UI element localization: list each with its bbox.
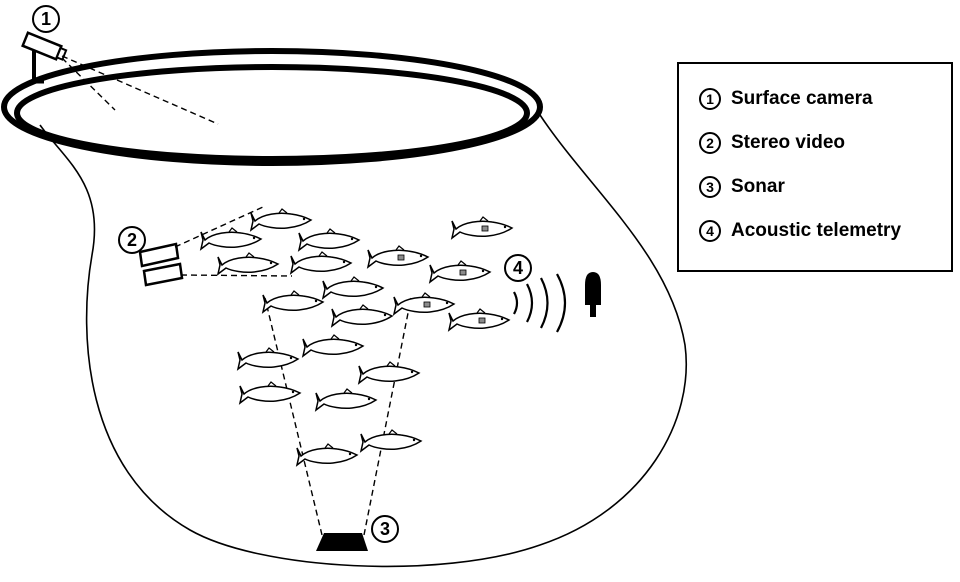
fish-icon <box>359 429 423 453</box>
sonar-beam-lines <box>264 297 412 536</box>
legend-item-stereo-video: 2 Stereo video <box>699 132 951 154</box>
marker-4-label: 4 <box>513 258 523 278</box>
acoustic-signal-waves <box>513 273 567 333</box>
fish-icon <box>249 208 313 232</box>
fish-icon <box>314 388 378 412</box>
tagged-fish-icon <box>450 216 514 240</box>
legend: 1 Surface camera 2 Stereo video 3 Sonar … <box>677 62 953 272</box>
cage-collar-outer <box>1 48 543 166</box>
marker-1-label: 1 <box>41 9 51 29</box>
marker-1: 1 <box>32 5 60 33</box>
acoustic-tag <box>423 301 431 308</box>
surface-camera-icon <box>21 31 68 84</box>
fish-icon <box>301 334 365 358</box>
legend-label: Acoustic telemetry <box>731 220 902 241</box>
marker-3: 3 <box>371 515 399 543</box>
surface-camera-view-lines <box>61 55 219 125</box>
legend-item-surface-camera: 1 Surface camera <box>699 88 951 110</box>
legend-number: 2 <box>699 132 721 154</box>
legend-number: 4 <box>699 220 721 242</box>
fish-icon <box>236 347 300 371</box>
legend-label: Stereo video <box>731 132 846 153</box>
fish-icon <box>297 228 361 252</box>
fish-school <box>199 208 514 467</box>
marker-4: 4 <box>504 254 532 282</box>
stereo-video-camera-icon <box>138 242 184 287</box>
fish-icon <box>295 443 359 467</box>
tagged-fish-icon <box>447 308 511 332</box>
fish-icon <box>216 252 280 276</box>
fish-icon <box>289 251 353 275</box>
tagged-fish-icon <box>428 260 492 284</box>
stereo-video-view-lines <box>174 206 293 277</box>
legend-item-acoustic-telemetry: 4 Acoustic telemetry <box>699 220 951 242</box>
fish-icon <box>261 290 325 314</box>
marker-3-label: 3 <box>380 519 390 539</box>
acoustic-tag <box>397 254 405 261</box>
acoustic-tag <box>478 317 486 324</box>
acoustic-receiver-icon <box>585 272 601 317</box>
legend-label: Surface camera <box>731 88 873 109</box>
fish-icon <box>357 361 421 385</box>
tagged-fish-icon <box>392 292 456 316</box>
legend-number: 1 <box>699 88 721 110</box>
legend-number: 3 <box>699 176 721 198</box>
fish-icon <box>321 276 385 300</box>
net-bag <box>39 114 687 568</box>
sonar-transducer-icon <box>316 533 368 551</box>
tagged-fish-icon <box>366 245 430 269</box>
acoustic-tag <box>459 269 467 276</box>
marker-2-label: 2 <box>127 230 137 250</box>
legend-label: Sonar <box>731 176 785 197</box>
cage-collar-inner <box>14 64 530 162</box>
marker-2: 2 <box>118 226 146 254</box>
fish-icon <box>238 381 302 405</box>
fish-icon <box>199 227 263 251</box>
acoustic-tag <box>481 225 489 232</box>
legend-item-sonar: 3 Sonar <box>699 176 951 198</box>
fish-icon <box>330 304 394 328</box>
